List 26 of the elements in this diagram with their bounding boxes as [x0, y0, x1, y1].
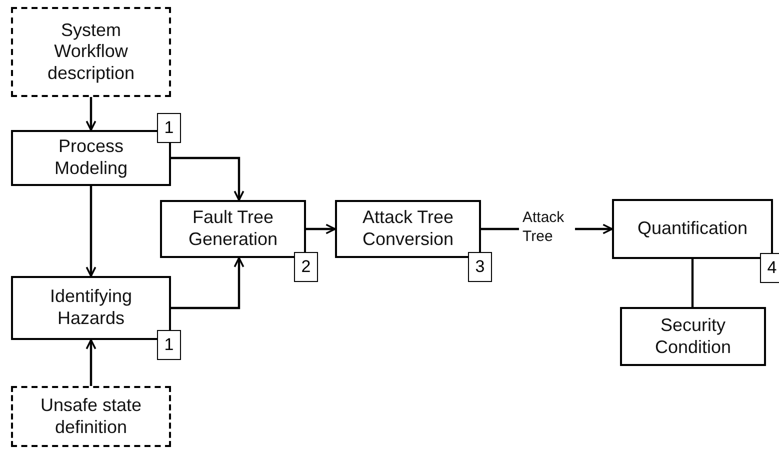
- box-label: Process Modeling: [53, 136, 129, 180]
- process-box: [335, 200, 481, 258]
- arrow: [86, 186, 96, 277]
- arrow: [86, 339, 96, 386]
- arrow: [171, 156, 244, 201]
- box-label: System Workflow description: [46, 20, 136, 84]
- box-label: Unsafe state definition: [39, 394, 143, 438]
- step-number: 3: [468, 252, 492, 282]
- box-label: Attack Tree Conversion: [361, 207, 455, 251]
- arrow: [306, 224, 336, 234]
- input-box: [11, 7, 171, 97]
- process-box: [620, 307, 766, 366]
- step-number: 4: [760, 253, 779, 283]
- step-number: 2: [294, 252, 318, 282]
- box-label: Identifying Hazards: [48, 286, 134, 330]
- process-box: [160, 200, 306, 258]
- arrow: [171, 257, 244, 310]
- step-number: 1: [157, 113, 181, 143]
- arrow: [86, 97, 96, 131]
- box-label: Fault Tree Generation: [187, 207, 279, 251]
- process-box: [612, 199, 773, 259]
- box-label: Security Condition: [654, 314, 732, 358]
- step-number: 1: [157, 330, 181, 360]
- process-box: [11, 276, 171, 340]
- input-box: [11, 386, 171, 447]
- box-label: Quantification: [637, 218, 748, 240]
